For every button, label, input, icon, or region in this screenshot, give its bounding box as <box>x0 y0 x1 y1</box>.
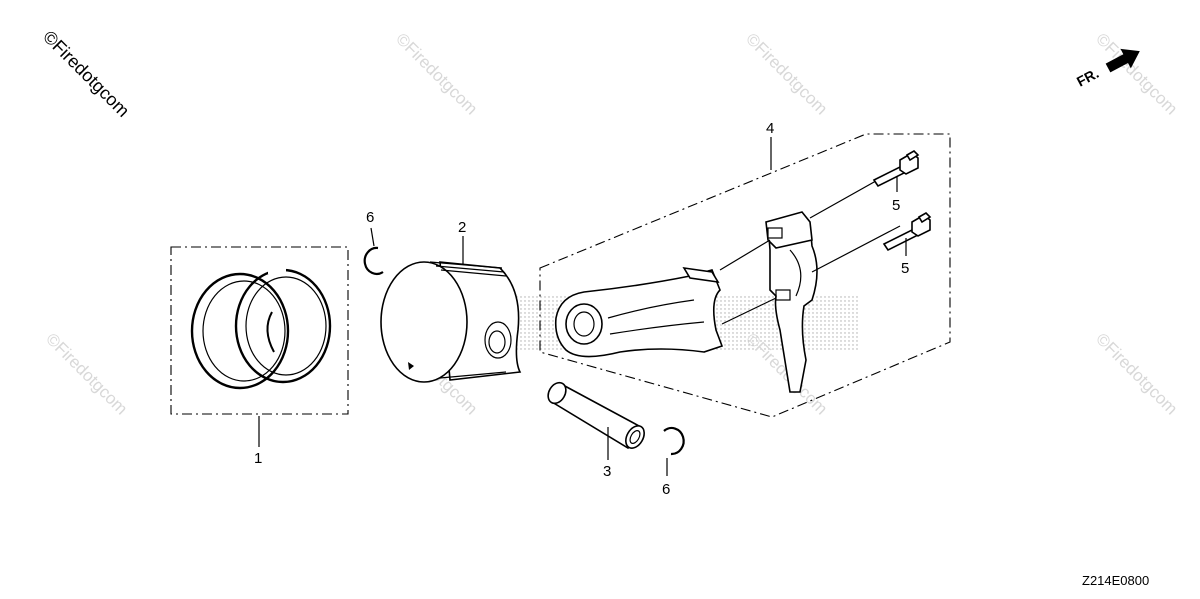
callout-4: 4 <box>766 120 774 137</box>
callout-1: 1 <box>254 450 262 467</box>
watermark-main: ©Firedotgcom <box>39 27 133 121</box>
watermark-faint: ©Firedotgcom <box>392 29 481 118</box>
connecting-rod-assembly <box>539 133 951 418</box>
diagram-code: Z214E0800 <box>1082 573 1149 588</box>
watermark-faint: ©Firedotgcom <box>1092 29 1181 118</box>
callout-5-upper: 5 <box>892 197 900 214</box>
watermark-faint: ©Firedotgcom <box>742 29 831 118</box>
faint-watermarks: ©Firedotgcom ©Firedotgcom ©Firedotgcom ©… <box>42 29 1181 418</box>
leader-lines <box>258 137 907 476</box>
watermark-faint: ©Firedotgcom <box>1092 329 1181 418</box>
piston-pin-clip-right <box>663 426 685 456</box>
front-arrow-icon <box>1105 48 1140 73</box>
piston-pin-clip-left <box>363 246 384 275</box>
callout-5-lower: 5 <box>901 260 909 277</box>
connecting-rod-bolt-lower <box>882 212 932 252</box>
callout-6-left: 6 <box>366 209 374 226</box>
callout-6-right: 6 <box>662 481 670 498</box>
callout-labels: 1 2 3 4 5 5 6 6 <box>254 120 909 498</box>
piston-pin <box>547 381 645 450</box>
connecting-rod-bolt-upper <box>872 150 920 188</box>
front-label: FR. <box>1074 65 1101 90</box>
watermark-faint: ©Firedotgcom <box>42 329 131 418</box>
piston-ring-set <box>170 246 349 415</box>
callout-3: 3 <box>603 463 611 480</box>
callout-2: 2 <box>458 219 466 236</box>
piston <box>380 261 522 383</box>
